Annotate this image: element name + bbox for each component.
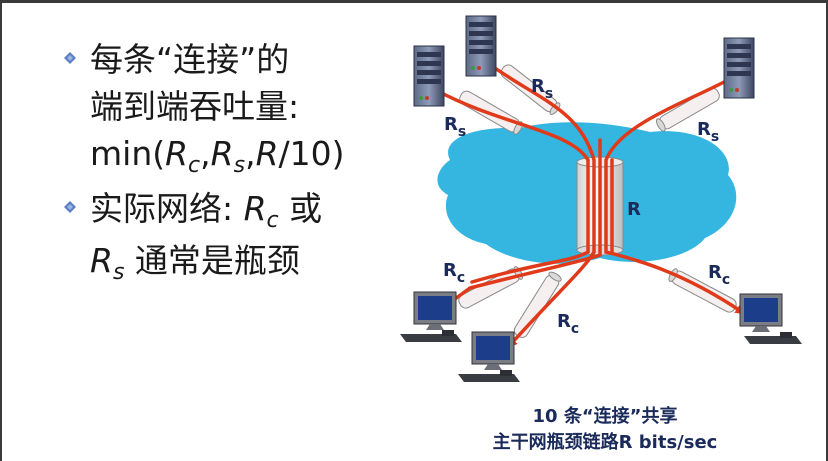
rs-label: Rs (444, 114, 466, 140)
rc-label: Rc (708, 262, 730, 288)
diagram-caption-line: 10 条“连接”共享 (532, 406, 678, 427)
rs-label: Rs (531, 76, 553, 102)
bullet-line: Rs 通常是瓶颈 (90, 237, 390, 289)
symbol-rc: Rc (243, 189, 279, 233)
link-pipe (655, 87, 720, 132)
symbol-rs: Rs (90, 241, 125, 285)
diamond-bullet-icon (64, 52, 76, 64)
bullet-line: 每条“连接”的 (90, 40, 290, 79)
diagram-caption-line: 主干网瓶颈链路R bits/sec (492, 432, 718, 453)
formula-line: min(Rc,Rs,R/10) (90, 130, 390, 182)
diamond-bullet-icon (64, 201, 76, 213)
bullet-text: 或 (278, 189, 323, 228)
flow-path (468, 138, 602, 290)
formula-text: min( (90, 134, 166, 173)
server-icon (413, 45, 445, 107)
computer-icon (739, 293, 802, 344)
frame-right-border (826, 0, 828, 461)
rs-label: Rs (697, 119, 719, 145)
bullet-line: 实际网络: Rc 或 (90, 185, 390, 237)
link-pipe (513, 271, 562, 338)
formula-text: , (245, 134, 256, 173)
computer-icon (400, 291, 462, 342)
frame-left-border (0, 0, 2, 461)
bullet-text: 通常是瓶颈 (124, 241, 300, 280)
link-pipe (459, 90, 524, 135)
connection-flows (434, 64, 746, 348)
formula-text: /10) (278, 134, 345, 173)
flow-path (604, 78, 746, 315)
formula-text: , (200, 134, 211, 173)
frame-top-border (0, 0, 828, 3)
bullet-text: 实际网络: (90, 189, 244, 228)
bullet-list: 每条“连接”的 端到端吞吐量: min(Rc,Rs,R/10) 实际网络: Rc… (60, 36, 390, 289)
rc-label: Rc (557, 311, 579, 337)
symbol-rc: Rc (165, 134, 201, 178)
computer-icon (458, 331, 520, 382)
flow-path (434, 88, 590, 284)
server-icon (465, 15, 497, 77)
bullet-item-throughput: 每条“连接”的 端到端吞吐量: min(Rc,Rs,R/10) (60, 36, 390, 182)
server-icon (723, 37, 755, 99)
core-link-label: R (627, 199, 641, 220)
bullet-item-bottleneck: 实际网络: Rc 或 Rs 通常是瓶颈 (60, 185, 390, 289)
bullet-line: 端到端吞吐量: (90, 87, 300, 126)
flow-path (490, 64, 596, 348)
symbol-r: R (255, 134, 279, 173)
symbol-rs: Rs (210, 134, 246, 178)
rc-label: Rc (443, 260, 465, 286)
